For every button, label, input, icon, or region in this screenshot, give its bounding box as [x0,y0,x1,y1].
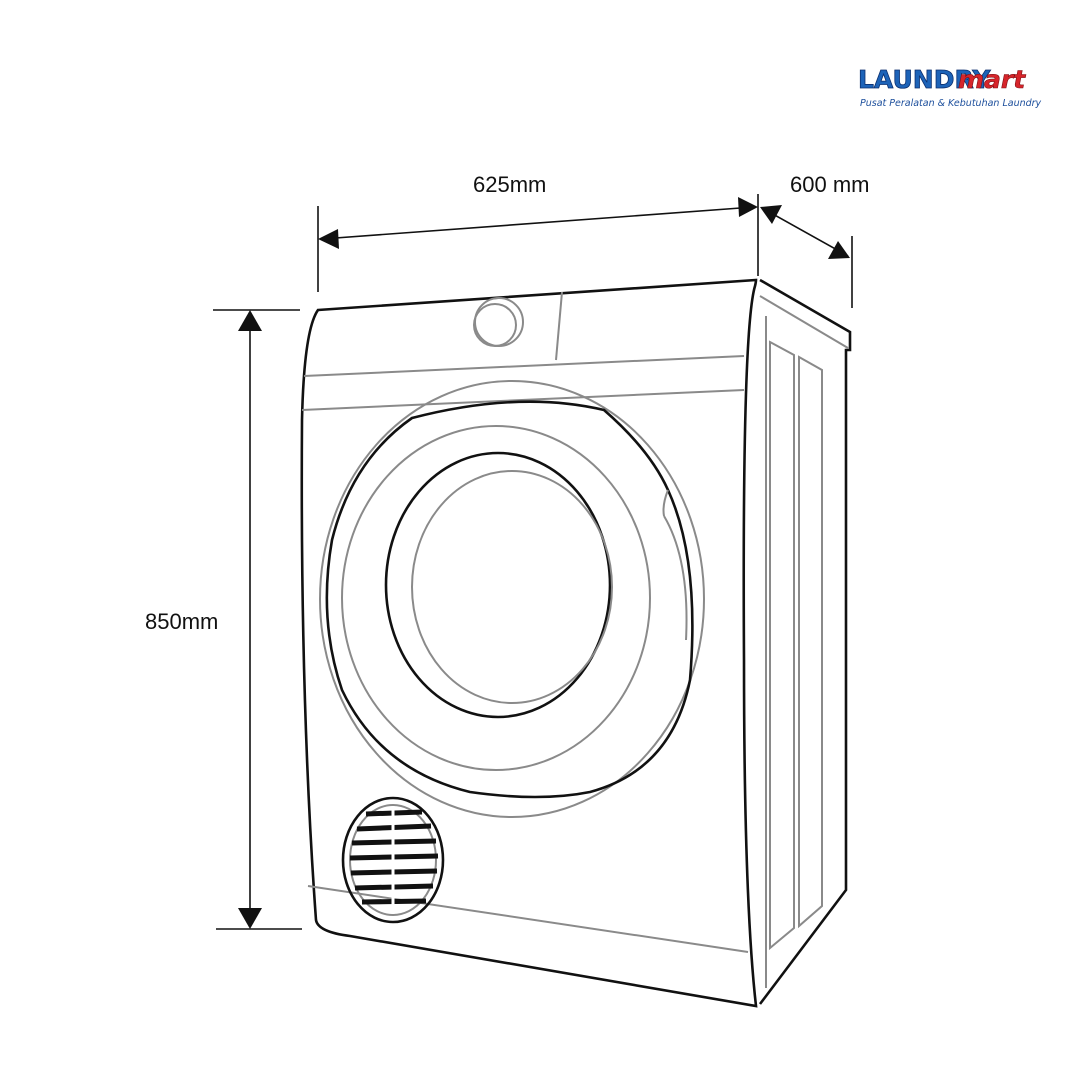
dryer-vent-grille [341,796,445,924]
dryer-front-outline [300,278,758,1008]
depth-arrow-left [760,205,782,224]
logo-brand-part1: LAUNDRY [858,65,991,94]
depth-arrow-right [828,241,850,259]
dryer-control-panel [301,291,745,411]
width-label: 625mm [473,172,546,197]
height-arrow-bottom [238,908,262,929]
width-arrow-right [738,197,758,217]
dryer-plinth-line [307,885,749,953]
width-arrow-left [318,229,339,249]
logo-brand-part2: mart [958,65,1026,94]
depth-label: 600 mm [790,172,869,197]
dryer-illustration [300,278,852,1008]
logo-tagline: Pusat Peralatan & Kebutuhan Laundry [860,98,1042,109]
brand-logo: LAUNDRY mart Pusat Peralatan & Kebutuhan… [858,65,1042,109]
width-dimension: 625mm [317,172,759,292]
depth-dimension: 600 mm [760,172,869,308]
dryer-door [319,380,705,818]
depth-dimension-line [761,207,849,257]
height-label: 850mm [145,609,218,634]
dryer-side-panel [758,278,852,1005]
height-arrow-top [238,310,262,331]
width-dimension-line [321,206,755,240]
height-dimension: 850mm [145,309,302,930]
